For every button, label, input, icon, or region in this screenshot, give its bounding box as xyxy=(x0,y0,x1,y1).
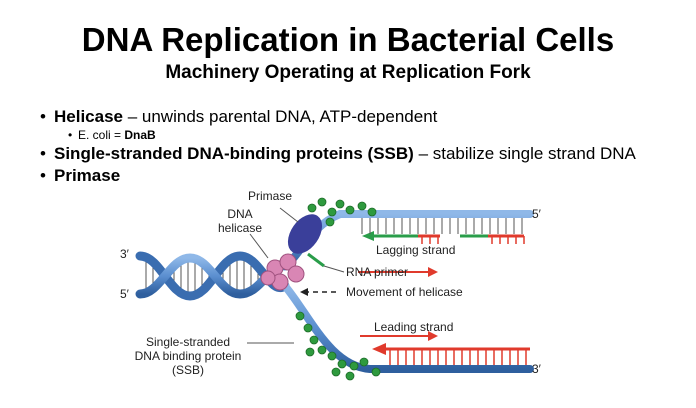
arrow-head xyxy=(300,288,308,296)
ssb-protein xyxy=(331,367,341,377)
helicase-leader xyxy=(249,233,269,259)
bullet-list: • Helicase – unwinds parental DNA, ATP-de… xyxy=(40,106,690,187)
label-3-prime-left: 3′ xyxy=(120,247,130,261)
primase-enzyme xyxy=(287,214,323,254)
ssb-protein xyxy=(327,207,337,217)
label-5-prime-left: 5′ xyxy=(120,287,130,301)
bullet-dot: • xyxy=(68,128,73,142)
bullet-primase: • Primase xyxy=(40,165,690,187)
ssb-protein xyxy=(349,361,359,371)
bullet-helicase: • Helicase – unwinds parental DNA, ATP-de… xyxy=(40,106,690,128)
rna-primer-leader xyxy=(323,265,345,273)
page-subtitle: Machinery Operating at Replication Fork xyxy=(165,62,531,83)
ssb-protein xyxy=(309,335,319,345)
sub-bullet-ecoli: • E. coli = DnaB xyxy=(40,128,690,143)
label-dna-helicase-1: DNA xyxy=(227,207,252,221)
bullet-term: Helicase xyxy=(54,107,123,126)
label-3-prime-right: 3′ xyxy=(532,362,542,376)
label-ssb-2: DNA binding protein xyxy=(135,349,242,363)
bullet-ssb: • Single-stranded DNA-binding proteins (S… xyxy=(40,143,690,165)
ssb-protein xyxy=(327,351,337,361)
leading-strand xyxy=(372,343,530,365)
ssb-protein xyxy=(303,323,313,333)
ssb-protein xyxy=(305,347,315,357)
primase-leader xyxy=(279,207,299,223)
label-dna-helicase-2: helicase xyxy=(218,221,262,235)
bullet-term: Primase xyxy=(54,166,121,185)
bullet-text: – stabilize single strand DNA xyxy=(413,144,636,163)
leading-arrow-head xyxy=(372,343,386,355)
ssb-protein xyxy=(367,207,377,217)
bullet-text: – unwinds parental DNA, ATP-dependent xyxy=(123,107,438,126)
ssb-protein xyxy=(335,199,345,209)
replication-fork-diagram: Primase DNA helicase 3′ 5′ 5′ 3′ Lagging… xyxy=(120,189,542,381)
label-lagging-strand: Lagging strand xyxy=(376,243,455,257)
ssb-protein xyxy=(357,201,367,211)
label-ssb-1: Single-stranded xyxy=(146,335,230,349)
bullet-term: Single-stranded DNA-binding proteins (SS… xyxy=(54,144,414,163)
label-primase: Primase xyxy=(248,189,292,203)
ssb-protein xyxy=(337,359,347,369)
template-strand-lower xyxy=(281,282,534,373)
template-strand-upper xyxy=(281,210,534,270)
ssb-protein xyxy=(359,357,369,367)
ssb-protein xyxy=(317,197,327,207)
page-title: DNA Replication in Bacterial Cells xyxy=(81,21,615,58)
ssb-protein xyxy=(307,203,317,213)
rna-primer-mark xyxy=(307,252,325,268)
arrow-head xyxy=(428,267,438,277)
bullet-dot: • xyxy=(40,107,46,126)
ssb-protein xyxy=(295,311,305,321)
label-ssb-3: (SSB) xyxy=(172,363,204,377)
ssb-protein xyxy=(371,367,381,377)
sub-bullet-text: E. coli = xyxy=(78,128,125,142)
ssb-protein xyxy=(325,217,335,227)
ssb-protein xyxy=(345,205,355,215)
arrow-head xyxy=(428,331,438,341)
ssb-protein xyxy=(345,371,355,381)
bullet-dot: • xyxy=(40,166,46,185)
label-leading-strand: Leading strand xyxy=(374,320,453,334)
label-5-prime-right: 5′ xyxy=(532,207,542,221)
sub-bullet-term: DnaB xyxy=(124,128,156,142)
helicase-enzyme xyxy=(260,253,305,291)
bullet-dot: • xyxy=(40,144,46,163)
lagging-strand-fragments xyxy=(362,231,525,244)
lagging-arrow-head xyxy=(362,231,374,241)
label-rna-primer: RNA primer xyxy=(346,265,408,279)
ssb-protein xyxy=(317,345,327,355)
ssb-proteins xyxy=(295,197,381,381)
label-movement-of-helicase: Movement of helicase xyxy=(346,285,463,299)
